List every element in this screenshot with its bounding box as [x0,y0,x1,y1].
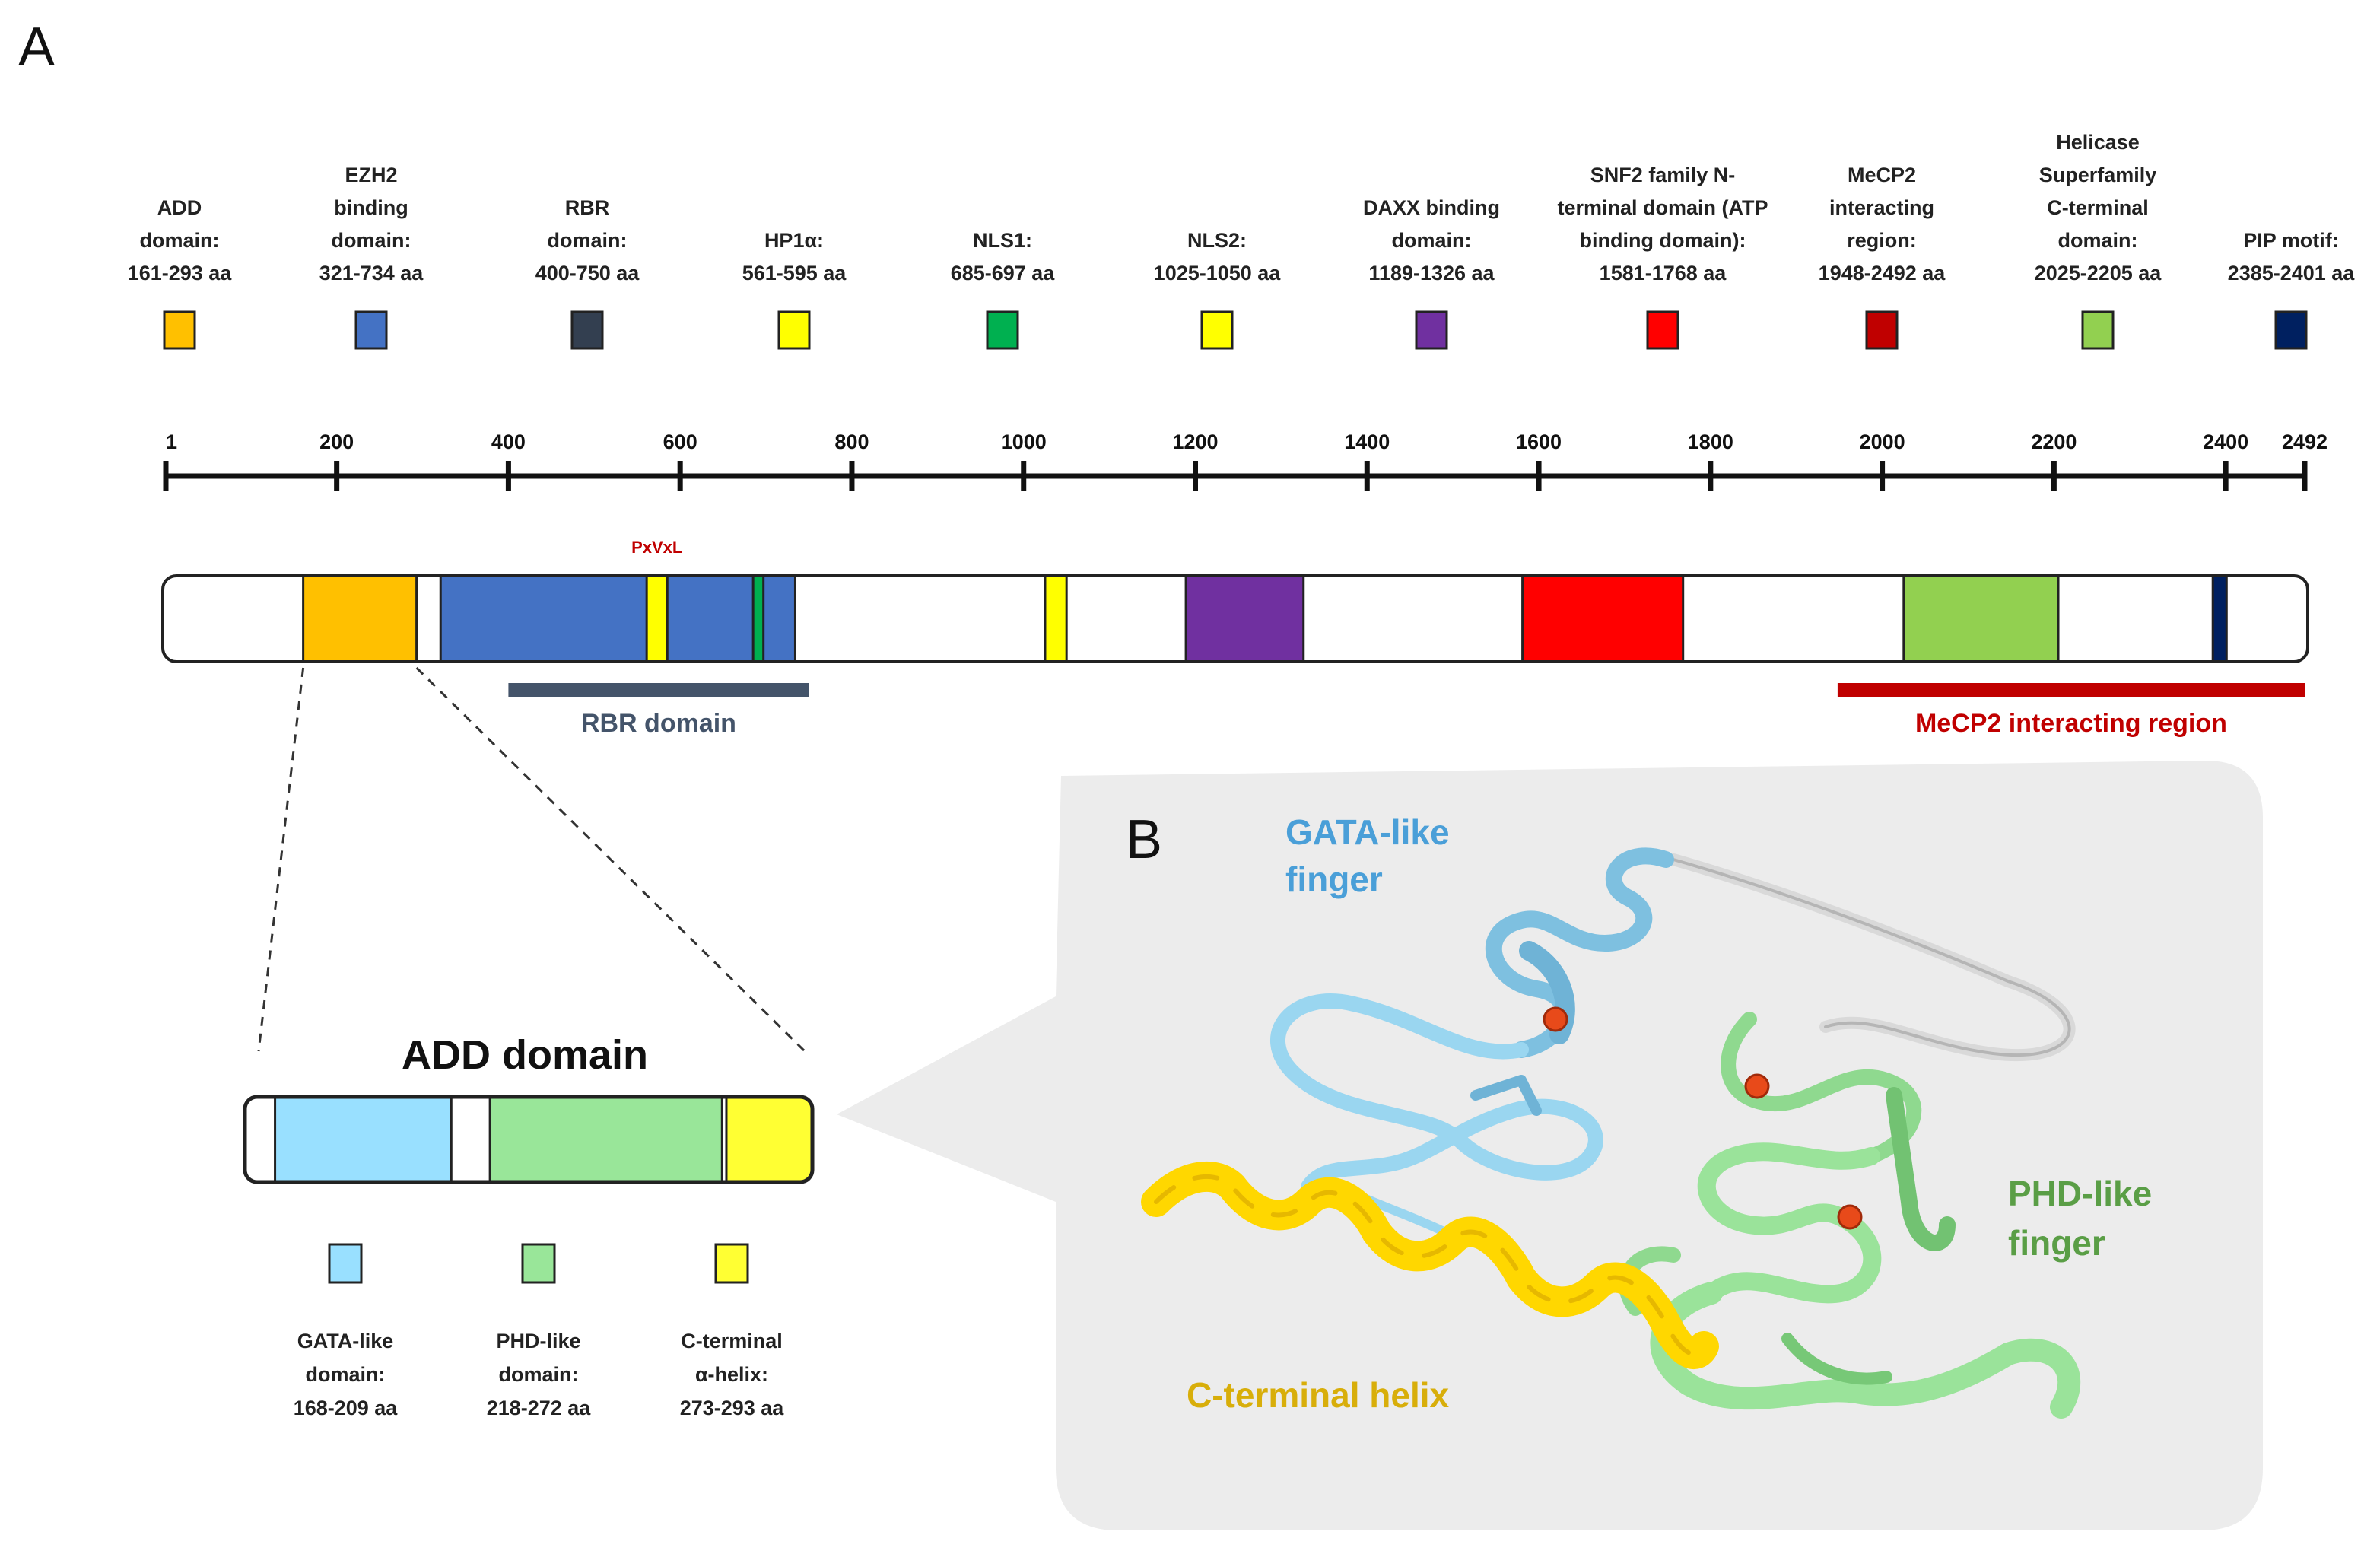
add-domain-title: ADD domain [402,1032,648,1078]
legend-swatch [777,310,811,350]
ruler-tick-label: 200 [319,431,354,453]
legend-item: NLS2:1025-1050 aa [1154,229,1282,350]
legend-swatch [1200,310,1234,350]
zoom-line-right [415,666,806,1053]
legend-swatch [354,310,388,350]
legend-item: HP1α:561-595 aa [742,229,847,350]
legend-swatch [1646,310,1679,350]
legend-swatch [2081,310,2115,350]
legend-item: PIP motif:2385-2401 aa [2228,229,2356,350]
add-domain-segment [274,1097,453,1182]
ruler-tick-label: 1000 [1001,431,1047,453]
protein-outline [161,574,2309,663]
c-terminal-helix-ribbon [1141,1161,1719,1369]
legend-swatch [1415,310,1448,350]
structure-callout-background [837,761,2263,1530]
legend-item-label: HP1α:561-595 aa [742,229,847,284]
protein-domain-segment [302,576,418,662]
add-legend-swatch [714,1243,749,1284]
add-legend-swatch [521,1243,556,1284]
add-domain-segment [488,1097,723,1182]
ruler-tick-label: 1800 [1688,431,1733,453]
ruler-tick-label: 600 [663,431,697,453]
protein-domain-segment [1521,576,1685,662]
rbr-domain-label: RBR domain [581,709,736,738]
zinc-ion [1543,1006,1568,1032]
legend-item-label: NLS2:1025-1050 aa [1154,229,1282,284]
phd-like-finger-label: PHD-like finger [2008,1174,2162,1263]
gata-like-finger-label: GATA-like finger [1285,812,1459,899]
mecp2-interacting-region-label: MeCP2 interacting region [1915,709,2227,738]
panel-b-letter: B [1126,809,1162,870]
zinc-ion [1744,1073,1770,1099]
rbr-domain-bar [508,683,809,697]
legend-swatch [2274,310,2308,350]
legend-swatch [1865,310,1899,350]
protein-domain-segment [2211,576,2228,662]
zoom-line-left [257,667,305,1052]
panel-a-letter: A [18,17,55,78]
ruler-tick-label: 1400 [1344,431,1390,453]
c-terminal-helix-label: C-terminal helix [1187,1375,1450,1415]
pxvxl-motif-label: PxVxL [631,538,682,557]
mecp2-interacting-region-bar [1837,683,2305,697]
ruler-tick-label: 2400 [2203,431,2248,453]
zoom-lines [257,666,806,1053]
ruler-tick-label: 400 [491,431,526,453]
ruler-tick-label: 2200 [2031,431,2077,453]
ruler-tick-label: 1200 [1172,431,1218,453]
protein-domain-segment [1902,576,2060,662]
legend-item-label: PIP motif:2385-2401 aa [2228,229,2356,284]
legend-item: NLS1:685-697 aa [951,229,1056,350]
ruler-tick-label: 2000 [1860,431,1905,453]
region-bars: RBR domain MeCP2 interacting region [508,683,2305,738]
legend-swatch [163,310,196,350]
add-domain-segment [725,1097,812,1182]
gata-like-finger-ribbon [1270,847,1674,1237]
panel-b-structure: B [837,761,2263,1530]
ruler-tick-label: 800 [834,431,869,453]
add-domain-bar [243,1095,815,1184]
ruler-tick-label: 2492 [2282,431,2328,453]
add-legend-swatch [328,1243,363,1284]
protein-domain-segment [645,576,669,662]
protein-domain-segment [1044,576,1068,662]
zinc-ions [1543,1006,1863,1230]
protein-domain-segment [1184,576,1305,662]
protein-domain-segment [751,576,765,662]
protein-domain-segment [439,576,796,662]
add-domain-outline [243,1095,815,1184]
ruler-tick-label: 1600 [1516,431,1562,453]
legend-swatch [986,310,1019,350]
zinc-ion [1837,1204,1863,1230]
ruler-tick-label: 1 [166,431,177,453]
legend-item-label: NLS1:685-697 aa [951,229,1056,284]
protein-domain-bar [161,574,2309,663]
legend-swatch [570,310,604,350]
